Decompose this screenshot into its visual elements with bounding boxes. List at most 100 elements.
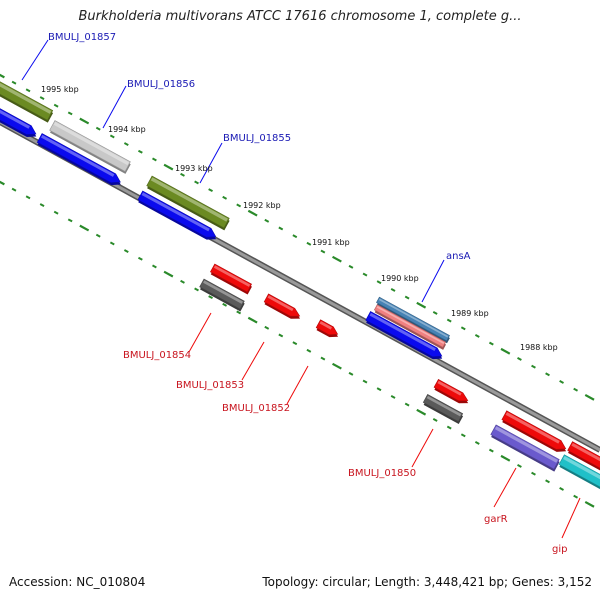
tick-mark [0,180,5,186]
tick-label: 1988 kbp [520,343,558,352]
leader-line [421,259,445,303]
tick-mark [531,471,536,476]
tick-mark [264,325,270,330]
tick-tracks [0,73,595,508]
tick-mark [222,302,228,307]
gene-label[interactable]: BMULJ_01855 [223,133,291,144]
tick-mark [584,393,595,401]
gene-label[interactable]: BMULJ_01857 [48,32,116,43]
tick-label: 1992 kbp [243,201,281,210]
cds-lightgray-1[interactable] [49,120,132,174]
tick-mark [208,188,213,193]
tick-mark [194,180,199,185]
tick-mark [320,249,326,254]
gene-label[interactable]: garR [484,514,508,525]
tick-mark [332,255,342,263]
tick-mark [25,195,31,200]
tick-label: 1990 kbp [381,274,419,283]
tick-mark [79,117,90,125]
leader-line [493,467,517,508]
tick-mark [332,362,342,370]
tick-mark [432,417,438,422]
cds-blue-2[interactable] [36,133,124,189]
tick-mark [67,111,73,116]
cds-gray-2[interactable] [422,394,464,425]
tick-mark [573,494,579,499]
cds-blue-4[interactable] [365,311,446,363]
tick-mark [460,326,466,331]
cds-olive-2[interactable] [146,175,231,231]
cds-steelblue-1[interactable] [376,296,451,344]
cds-olive-1[interactable] [0,79,54,123]
tick-mark [404,402,410,407]
cds-red-6[interactable] [567,441,600,477]
tick-mark [247,209,258,217]
cds-red-4[interactable] [433,379,471,407]
tick-mark [247,316,258,324]
tick-mark [109,241,115,246]
tick-mark [109,134,115,139]
cds-red-5[interactable] [501,410,569,456]
tick-mark [531,364,536,369]
tick-label: 1991 kbp [312,238,350,247]
tick-mark [95,233,101,238]
tick-mark [278,226,284,231]
gene-label[interactable]: BMULJ_01852 [222,403,290,414]
cds-purple-1[interactable] [490,424,561,472]
tick-mark [376,280,382,285]
tick-mark [292,234,298,239]
gene-label[interactable]: gip [552,544,567,555]
tick-mark [584,500,595,508]
tick-mark [545,479,550,484]
tick-mark [152,264,157,269]
gene-label[interactable]: BMULJ_01856 [127,79,195,90]
tick-mark [500,454,511,462]
tick-mark [0,73,5,79]
tick-mark [348,371,354,376]
tick-mark [53,103,59,108]
map-title: Burkholderia multivorans ATCC 17616 chro… [78,9,522,24]
tick-mark [236,310,242,315]
tick-mark [488,448,494,453]
tick-mark [163,163,174,171]
cds-cyan-1[interactable] [558,454,600,496]
cds-pink-1[interactable] [373,304,447,350]
tick-mark [180,279,185,284]
gene-label[interactable]: BMULJ_01853 [176,380,244,391]
tick-mark [39,203,45,207]
tick-mark [517,464,522,468]
tick-mark [559,487,564,491]
tick-mark [292,341,298,346]
tick-mark [152,157,157,162]
cds-red-2[interactable] [263,293,303,323]
cds-gray-1[interactable] [199,278,246,312]
tick-mark [137,256,143,261]
gene-label[interactable]: ansA [446,251,471,262]
tick-mark [474,334,480,338]
cds-red-1[interactable] [209,263,252,295]
leader-line [241,341,265,381]
leader-line [21,39,49,81]
tick-mark [362,379,368,384]
gene-label[interactable]: BMULJ_01854 [123,350,191,361]
tick-mark [474,441,480,445]
tick-mark [432,310,438,315]
tick-mark [460,433,466,438]
leader-line [199,142,223,184]
tick-mark [222,195,228,200]
tick-label: 1995 kbp [41,85,79,94]
tick-mark [320,356,326,361]
tick-mark [376,387,382,392]
tick-mark [306,241,312,246]
cds-blue-3[interactable] [137,190,220,244]
cds-blue-1[interactable] [0,105,40,141]
tick-mark [306,348,312,353]
topology-text: Topology: circular; Length: 3,448,421 bp… [262,575,592,589]
tick-mark [390,394,396,399]
gene-label[interactable]: BMULJ_01850 [348,468,416,479]
cds-red-3[interactable] [315,319,341,341]
tick-mark [11,187,17,192]
accession-text: Accession: NC_010804 [9,575,146,589]
leader-line [188,312,212,353]
tick-mark [264,218,270,223]
